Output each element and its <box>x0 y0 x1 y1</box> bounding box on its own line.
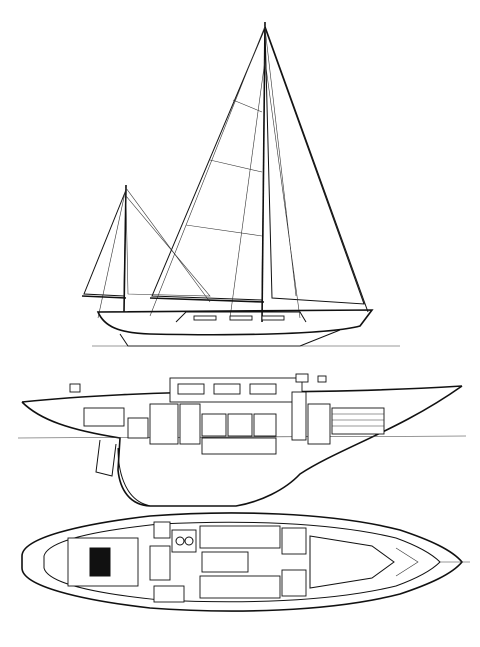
shroud <box>229 59 266 319</box>
vent <box>317 375 327 383</box>
profile-keel <box>117 447 151 507</box>
stove-burner <box>184 536 194 546</box>
backstay <box>149 25 266 317</box>
interior-block <box>331 407 385 435</box>
headsail <box>264 27 365 305</box>
accommodation-plan <box>21 512 470 612</box>
berth <box>199 525 281 549</box>
cockpit-sole <box>89 547 111 577</box>
interior-block <box>201 437 277 455</box>
jib-leech-line <box>264 27 297 297</box>
interior-block <box>201 413 227 437</box>
bulkhead <box>291 391 307 441</box>
porthole <box>261 315 285 321</box>
head <box>281 527 307 555</box>
saloon-table <box>201 551 249 573</box>
berth <box>199 575 281 599</box>
sail-plan <box>81 21 400 347</box>
stern-fitting <box>69 383 81 393</box>
engine <box>127 417 149 439</box>
mizzen-sail <box>83 189 127 297</box>
shroud-2 <box>264 59 301 319</box>
interior-block <box>253 413 277 437</box>
interior-block <box>307 403 331 445</box>
mizzen-stay <box>125 187 211 303</box>
chart-table <box>153 585 185 603</box>
profile-waterline <box>17 435 467 439</box>
chain-locker <box>395 547 419 577</box>
mizzen-staysail <box>125 195 211 297</box>
porthole <box>229 315 253 321</box>
batten <box>209 159 263 173</box>
cabin-window <box>213 383 241 395</box>
interior-block <box>179 403 201 445</box>
cabin-trunk <box>175 311 307 323</box>
locker <box>153 521 171 539</box>
v-berth <box>309 535 395 589</box>
interior-block <box>227 413 253 437</box>
profile-hull <box>21 385 463 507</box>
rudder <box>95 439 117 477</box>
stove-burner <box>175 536 185 546</box>
companionway <box>149 545 171 581</box>
main-boom <box>149 297 265 303</box>
sail-plan-hull <box>96 309 374 336</box>
batten <box>232 99 263 113</box>
hatch <box>295 373 309 383</box>
cabin-window <box>249 383 277 395</box>
batten <box>185 224 263 237</box>
mizzen-boom <box>81 295 127 299</box>
forestay <box>264 25 369 313</box>
interior-block <box>83 407 125 427</box>
hanging-locker <box>281 569 307 597</box>
interior-block <box>149 403 179 445</box>
cabin-window <box>177 383 205 395</box>
inboard-profile <box>17 373 467 507</box>
porthole <box>193 315 217 321</box>
